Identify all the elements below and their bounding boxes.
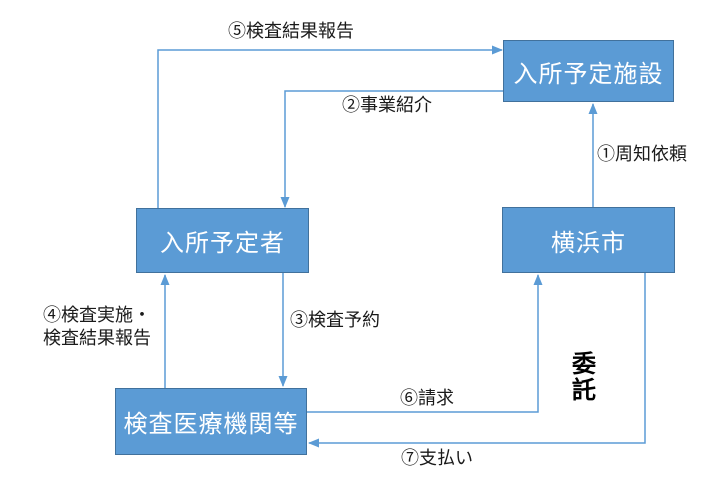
arrow-5-resident-to-facility [157,45,503,208]
node-yokohama-city: 横浜市 [502,207,675,273]
arrow-label-3-test-reservation: ③検査予約 [290,310,380,330]
arrow-label-2-program-introduction: ②事業紹介 [342,95,432,115]
arrow-label-6-billing: ⑥請求 [400,388,454,408]
arrow-label-1-notification-request: ①周知依頼 [597,144,687,164]
node-planned-admission-facility: 入所予定施設 [503,40,674,102]
node-testing-medical-institution: 検査医療機関等 [115,388,307,455]
arrow-label-4-test-execution-report: ④検査実施・ 検査結果報告 [43,305,151,348]
arrow-6-medical-to-city [307,274,543,413]
arrow-7-city-to-medical [308,273,646,448]
arrow-label-5-test-result-report: ⑤検査結果報告 [228,21,354,41]
node-planned-resident: 入所予定者 [136,208,309,273]
arrow-2-facility-to-resident [280,90,503,208]
arrow-label-7-payment: ⑦支払い [401,448,473,468]
commission-annotation: 委託 [572,351,596,404]
